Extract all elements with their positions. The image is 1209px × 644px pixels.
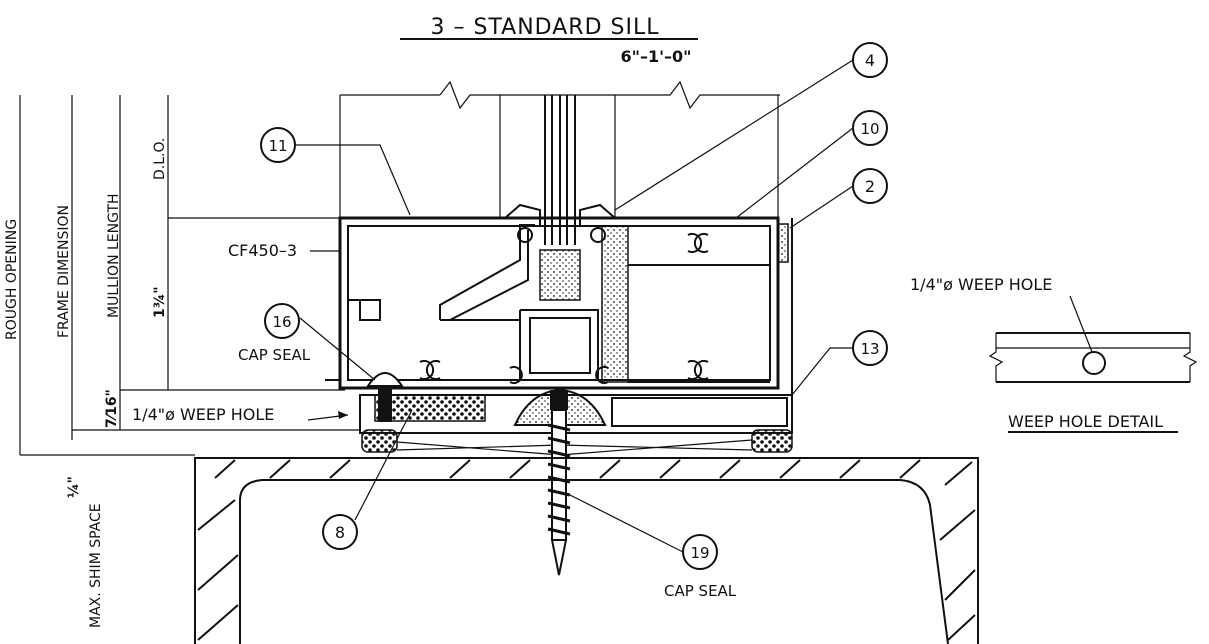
- callout-2: 2: [789, 168, 888, 229]
- dim-1-3-4-label: 1¾": [152, 286, 168, 318]
- callout-11-number: 11: [268, 137, 287, 155]
- insulation-panel: [601, 225, 629, 383]
- sill-fastener-left: [378, 386, 392, 422]
- drawing-title: 3 – STANDARD SILL: [431, 15, 660, 40]
- dimension-lines: [19, 95, 360, 456]
- cf450-label: CF450–3: [228, 241, 297, 260]
- dim-7-16-label: 7⁄16": [104, 389, 120, 428]
- callout-16: 16: [264, 303, 300, 339]
- weep-hole-detail-label: 1/4"ø WEEP HOLE: [910, 275, 1052, 294]
- thermal-break: [539, 249, 581, 301]
- callout-10-number: 10: [860, 120, 879, 138]
- callout-8-number: 8: [335, 523, 345, 542]
- mullion-length-label: MULLION LENGTH: [106, 193, 122, 318]
- weep-hole-detail: 1/4"ø WEEP HOLE WEEP HOLE DETAIL: [910, 275, 1198, 433]
- setting-block-right: [751, 429, 793, 453]
- cap-seal-head-left: [366, 372, 404, 387]
- rough-opening-label: ROUGH OPENING: [4, 219, 20, 340]
- dim-1-4-label: ¼": [66, 476, 82, 498]
- callout-19: 19: [569, 494, 718, 570]
- sill-frame: [338, 203, 793, 430]
- glass-lines: [339, 80, 780, 245]
- drawing-scale: 6"–1'–0": [621, 47, 692, 66]
- weep-hole-detail-title: WEEP HOLE DETAIL: [1008, 412, 1163, 431]
- max-shim-space-label: MAX. SHIM SPACE: [88, 503, 104, 628]
- frame-dimension-label: FRAME DIMENSION: [56, 205, 72, 338]
- callout-13-number: 13: [860, 340, 879, 358]
- cap-seal-label-left: CAP SEAL: [238, 346, 311, 364]
- callout-8: 8: [322, 409, 413, 550]
- cap-seal-label-bottom: CAP SEAL: [664, 582, 737, 600]
- sealant-bead-8: [374, 394, 486, 422]
- callout-4-number: 4: [865, 51, 875, 70]
- weep-hole-label-left: 1/4"ø WEEP HOLE: [132, 405, 274, 424]
- setting-block-left: [361, 429, 398, 453]
- callout-4: 4: [614, 42, 888, 211]
- callout-11: 11: [260, 127, 411, 216]
- callout-16-number: 16: [272, 313, 291, 331]
- dlo-label: D.L.O.: [152, 138, 168, 180]
- anchor-screw: [547, 390, 571, 576]
- callout-10: 10: [735, 110, 888, 219]
- receptor: [325, 379, 793, 456]
- callout-19-number: 19: [690, 544, 709, 562]
- callout-2-number: 2: [865, 177, 875, 196]
- substrate: [194, 457, 979, 644]
- callout-13: 13: [791, 330, 888, 396]
